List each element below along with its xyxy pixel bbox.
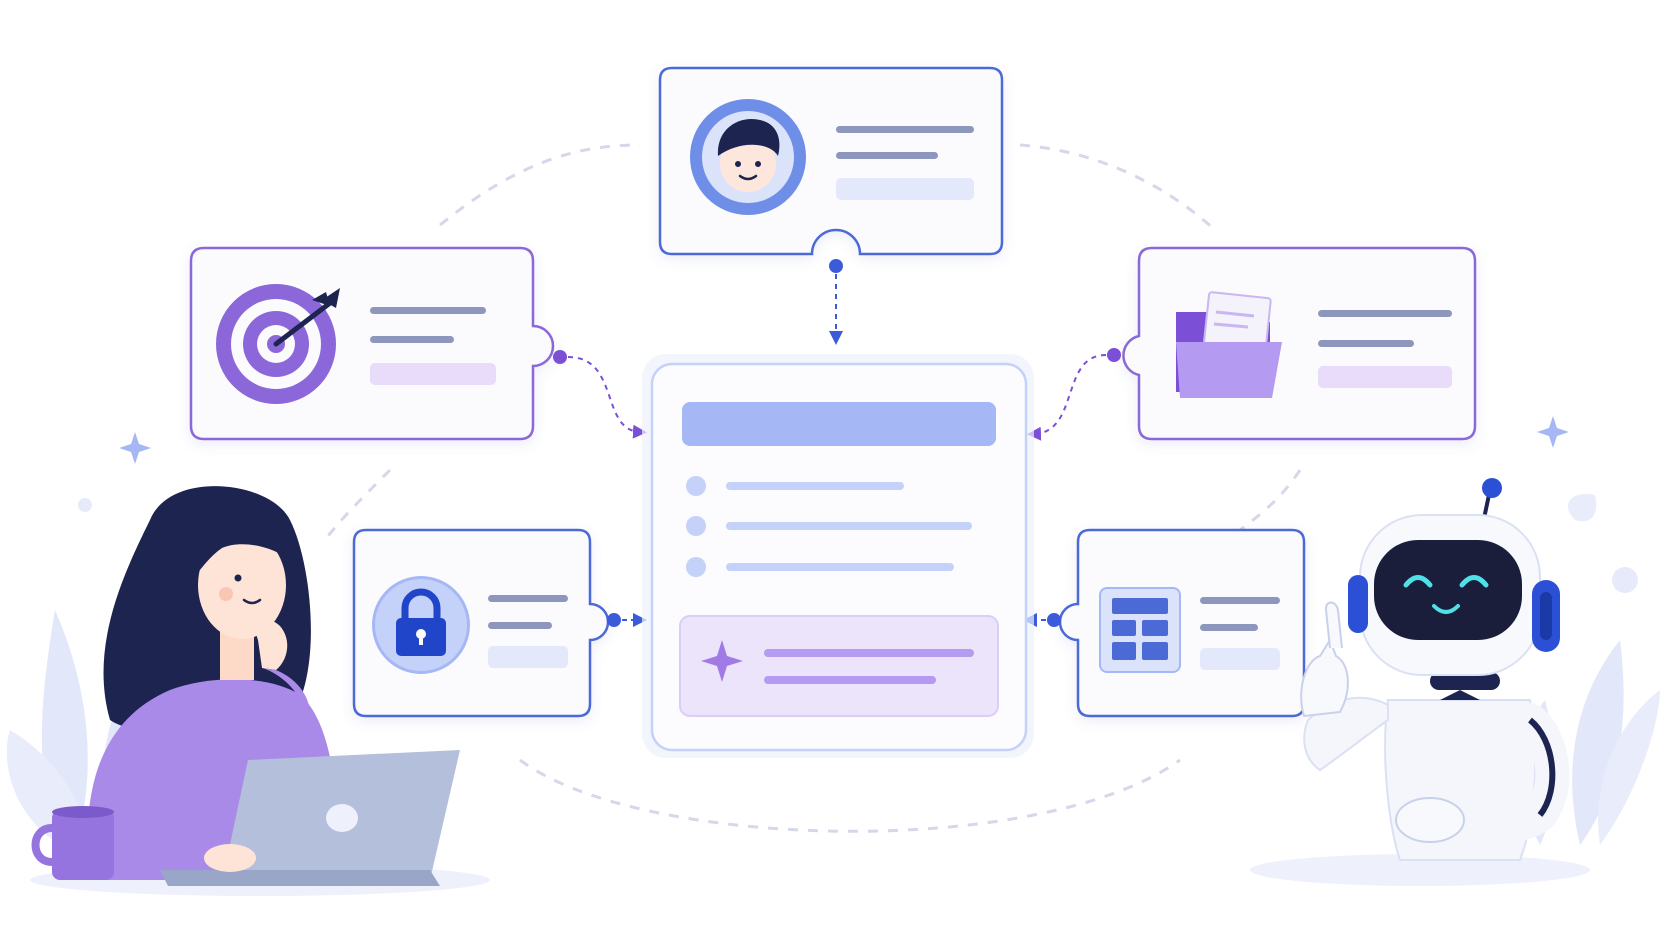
goal-card-text-lines (370, 307, 496, 385)
table-grid-icon (1099, 587, 1181, 673)
robot-character (1250, 478, 1590, 886)
profile-card-text-lines (836, 126, 974, 200)
goal-connector (553, 350, 647, 439)
user-avatar-icon (690, 99, 806, 215)
central-document-highlight-block (679, 615, 999, 717)
padlock-icon (372, 576, 470, 674)
files-card-text-lines (1318, 310, 1452, 388)
security-card-text-lines (488, 595, 568, 668)
target-arrow-icon (216, 284, 340, 404)
central-document-bullet-list (686, 476, 972, 577)
security-connector (607, 613, 647, 627)
central-document-header-bar (682, 402, 996, 446)
files-connector (1027, 348, 1121, 441)
woman-thinking-character (30, 486, 490, 896)
sparkle-icon (701, 640, 743, 682)
sparkle-decorations (78, 416, 1638, 593)
folder-icon (1176, 291, 1282, 398)
data-card[interactable] (1058, 528, 1306, 718)
dashed-orbit (323, 143, 1302, 833)
data-card-text-lines (1200, 597, 1280, 670)
data-connector (1023, 613, 1061, 627)
profile-connector (829, 259, 843, 345)
